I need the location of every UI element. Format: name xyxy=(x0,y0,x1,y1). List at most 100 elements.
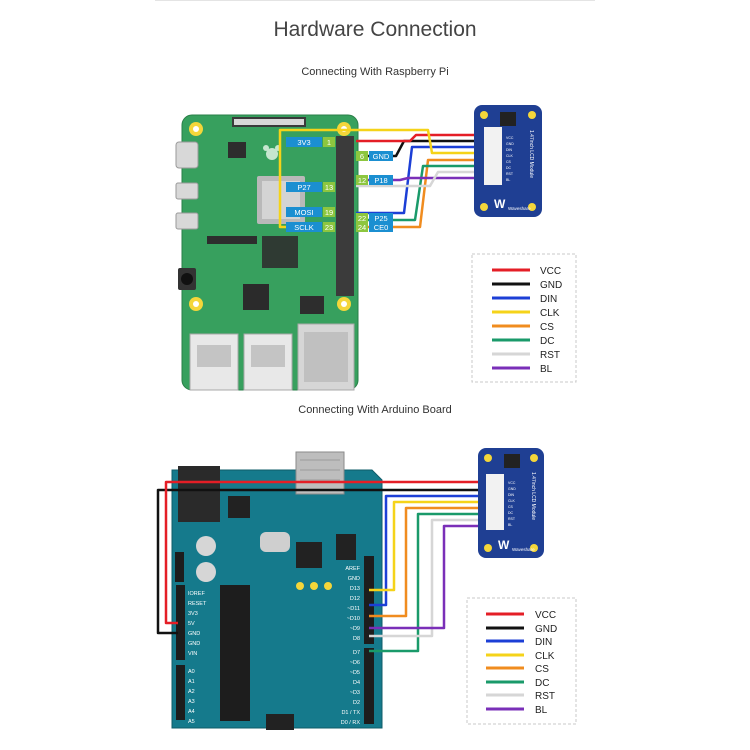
svg-text:19: 19 xyxy=(325,208,333,217)
svg-text:D0 / RX: D0 / RX xyxy=(341,720,361,726)
arduino-wires xyxy=(156,480,486,653)
svg-text:RESET: RESET xyxy=(188,601,207,607)
svg-text:GND: GND xyxy=(535,624,557,635)
svg-text:D8: D8 xyxy=(353,636,360,642)
svg-text:D13: D13 xyxy=(350,586,360,592)
pi-pin-tag-3v3: 3V3 1 xyxy=(286,137,335,147)
svg-text:DC: DC xyxy=(506,166,512,170)
svg-text:Waveshare: Waveshare xyxy=(512,547,535,552)
legend-pi: VCC GND DIN CLK CS DC RST BL xyxy=(471,253,577,383)
arduino-section-title: Connecting With Arduino Board xyxy=(298,404,452,416)
legend-item: DIN xyxy=(486,637,552,648)
legend-item: CLK xyxy=(486,651,555,662)
pi-pin-tag-ce0: 24 CE0 xyxy=(356,222,393,232)
svg-text:1.47inch LCD Module: 1.47inch LCD Module xyxy=(528,130,534,178)
svg-text:CLK: CLK xyxy=(508,499,515,503)
svg-text:RST: RST xyxy=(508,517,516,521)
svg-text:12: 12 xyxy=(358,176,366,185)
svg-text:CLK: CLK xyxy=(535,651,555,662)
top-divider xyxy=(155,0,595,1)
page-title: Hardware Connection xyxy=(273,18,477,41)
svg-text:P18: P18 xyxy=(374,176,387,185)
svg-text:GND: GND xyxy=(508,487,516,491)
svg-text:3V3: 3V3 xyxy=(297,138,310,147)
pi-pin-tag-sclk: SCLK 23 xyxy=(286,222,335,232)
svg-text:1: 1 xyxy=(327,138,331,147)
svg-text:DIN: DIN xyxy=(540,294,557,305)
svg-text:BL: BL xyxy=(535,705,548,716)
svg-text:~D6: ~D6 xyxy=(350,660,360,666)
legend-item: BL xyxy=(486,705,548,716)
svg-text:RST: RST xyxy=(506,172,514,176)
legend-item: CS xyxy=(492,322,554,333)
svg-text:A3: A3 xyxy=(188,699,195,705)
legend-item: DC xyxy=(492,336,554,347)
svg-text:~D10: ~D10 xyxy=(347,616,360,622)
svg-text:24: 24 xyxy=(358,223,366,232)
svg-text:CS: CS xyxy=(540,322,554,333)
svg-text:D12: D12 xyxy=(350,596,360,602)
svg-text:GND: GND xyxy=(540,280,562,291)
svg-text:SCLK: SCLK xyxy=(294,223,314,232)
svg-text:MOSI: MOSI xyxy=(294,208,313,217)
svg-text:DC: DC xyxy=(540,336,554,347)
legend-item: DIN xyxy=(492,294,557,305)
svg-text:DIN: DIN xyxy=(506,148,513,152)
arduino-board: IOREF RESET 3V3 5V GND GND VIN A0 A1 A2 … xyxy=(171,451,383,730)
svg-text:VIN: VIN xyxy=(188,651,197,657)
svg-text:CLK: CLK xyxy=(506,154,513,158)
svg-text:VCC: VCC xyxy=(506,136,514,140)
svg-text:5V: 5V xyxy=(188,621,195,627)
waveshare-logo-icon: W xyxy=(494,197,506,211)
svg-text:D4: D4 xyxy=(353,680,360,686)
legend-arduino: VCC GND DIN CLK CS DC RST BL xyxy=(466,597,577,725)
legend-item: BL xyxy=(492,364,553,375)
svg-text:A2: A2 xyxy=(188,689,195,695)
svg-text:DC: DC xyxy=(508,511,514,515)
lcd-module-pi: VCC GND DIN CLK CS DC RST BL 1.47inch LC… xyxy=(474,105,542,217)
svg-text:GND: GND xyxy=(188,631,200,637)
svg-text:VCC: VCC xyxy=(535,610,556,621)
svg-text:Waveshare: Waveshare xyxy=(508,206,531,211)
svg-text:GND: GND xyxy=(348,576,360,582)
svg-text:CLK: CLK xyxy=(540,308,560,319)
legend-item: GND xyxy=(492,280,562,291)
legend-item: RST xyxy=(486,691,555,702)
pi-pin-tag-p18: 12 P18 xyxy=(356,175,393,185)
svg-text:DIN: DIN xyxy=(508,493,515,497)
svg-text:D7: D7 xyxy=(353,650,360,656)
svg-text:22: 22 xyxy=(358,214,366,223)
legend-item: VCC xyxy=(486,610,556,621)
svg-text:DIN: DIN xyxy=(535,637,552,648)
pi-pin-tag-gnd: 6 GND xyxy=(356,151,393,161)
svg-text:BL: BL xyxy=(540,364,553,375)
svg-text:~D11: ~D11 xyxy=(347,606,360,612)
svg-text:RST: RST xyxy=(540,350,560,361)
svg-text:A5: A5 xyxy=(188,719,195,725)
legend-item: CLK xyxy=(492,308,560,319)
pi-pin-tag-p27: P27 13 xyxy=(286,182,335,192)
svg-text:DC: DC xyxy=(535,678,549,689)
svg-text:6: 6 xyxy=(360,152,364,161)
svg-text:D1 / TX: D1 / TX xyxy=(341,710,360,716)
svg-text:D2: D2 xyxy=(353,700,360,706)
svg-text:CS: CS xyxy=(506,160,512,164)
svg-text:AREF: AREF xyxy=(345,566,360,572)
svg-text:P27: P27 xyxy=(297,183,310,192)
svg-text:A4: A4 xyxy=(188,709,195,715)
svg-text:23: 23 xyxy=(325,223,333,232)
svg-text:CS: CS xyxy=(508,505,514,509)
svg-text:A0: A0 xyxy=(188,669,195,675)
svg-text:A1: A1 xyxy=(188,679,195,685)
svg-text:1.47inch LCD Module: 1.47inch LCD Module xyxy=(530,472,536,520)
legend-item: GND xyxy=(486,624,557,635)
svg-text:CS: CS xyxy=(535,664,549,675)
waveshare-logo-icon: W xyxy=(498,538,510,552)
svg-text:~D5: ~D5 xyxy=(350,670,360,676)
pi-pin-tag-p25: 22 P25 xyxy=(356,213,393,223)
lcd-module-arduino: VCC GND DIN CLK CS DC RST BL 1.47inch LC… xyxy=(478,448,544,558)
legend-item: RST xyxy=(492,350,560,361)
raspberry-pi-board xyxy=(175,114,359,391)
svg-text:GND: GND xyxy=(188,641,200,647)
svg-text:BL: BL xyxy=(506,178,510,182)
